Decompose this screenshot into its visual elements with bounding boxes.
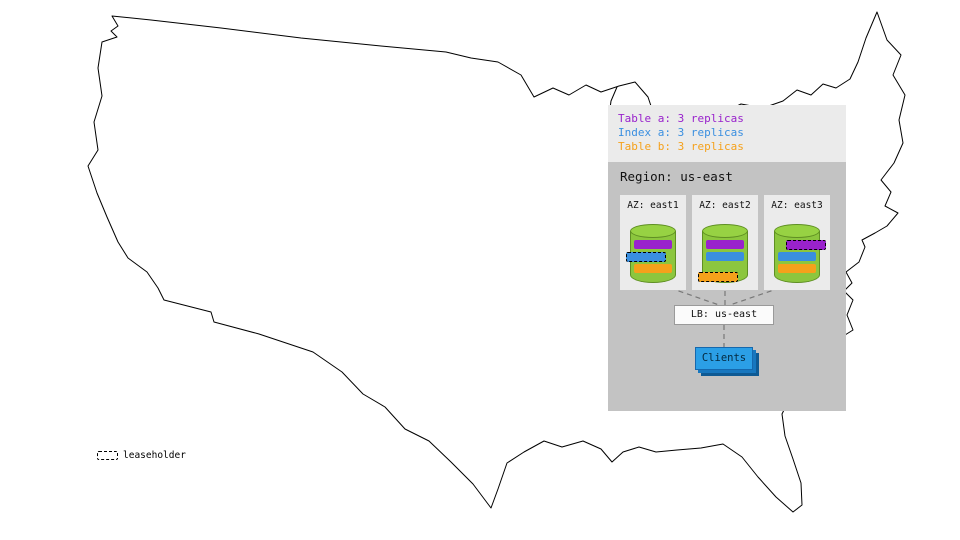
legend-index-a: Index a: 3 replicas	[618, 126, 744, 139]
replica-index-a-leaseholder	[626, 252, 666, 262]
cylinder-top	[630, 224, 676, 238]
replica-index-a	[706, 252, 744, 261]
replica-legend: Table a: 3 replicas Index a: 3 replicas …	[608, 105, 846, 162]
cylinder-top	[702, 224, 748, 238]
load-balancer-box: LB: us-east	[674, 305, 774, 325]
az-box-east1: AZ: east1	[620, 195, 686, 290]
diagram-panel: Table a: 3 replicas Index a: 3 replicas …	[608, 105, 846, 411]
leaseholder-label: leaseholder	[123, 450, 186, 461]
database-cylinder	[698, 224, 748, 284]
az-label: AZ: east1	[627, 200, 679, 211]
replica-table-b-leaseholder	[698, 272, 738, 282]
region-title: Region: us-east	[620, 169, 733, 184]
replica-table-a-leaseholder	[786, 240, 826, 250]
leaseholder-legend: leaseholder	[97, 450, 186, 461]
replica-table-a	[706, 240, 744, 249]
leaseholder-swatch	[97, 451, 118, 460]
replica-index-a	[778, 252, 816, 261]
database-cylinder	[626, 224, 676, 284]
replica-table-a	[634, 240, 672, 249]
az-box-east2: AZ: east2	[692, 195, 758, 290]
replica-table-b	[634, 264, 672, 273]
region-box: Region: us-east AZ: east1	[608, 162, 846, 411]
az-box-east3: AZ: east3	[764, 195, 830, 290]
cylinder-top	[774, 224, 820, 238]
database-cylinder	[774, 224, 826, 284]
az-row: AZ: east1 AZ: east2	[620, 195, 830, 290]
clients-box: Clients	[695, 347, 753, 370]
az-label: AZ: east3	[771, 200, 823, 211]
legend-table-b: Table b: 3 replicas	[618, 140, 744, 153]
replica-table-b	[778, 264, 816, 273]
legend-table-a: Table a: 3 replicas	[618, 112, 744, 125]
az-label: AZ: east2	[699, 200, 751, 211]
